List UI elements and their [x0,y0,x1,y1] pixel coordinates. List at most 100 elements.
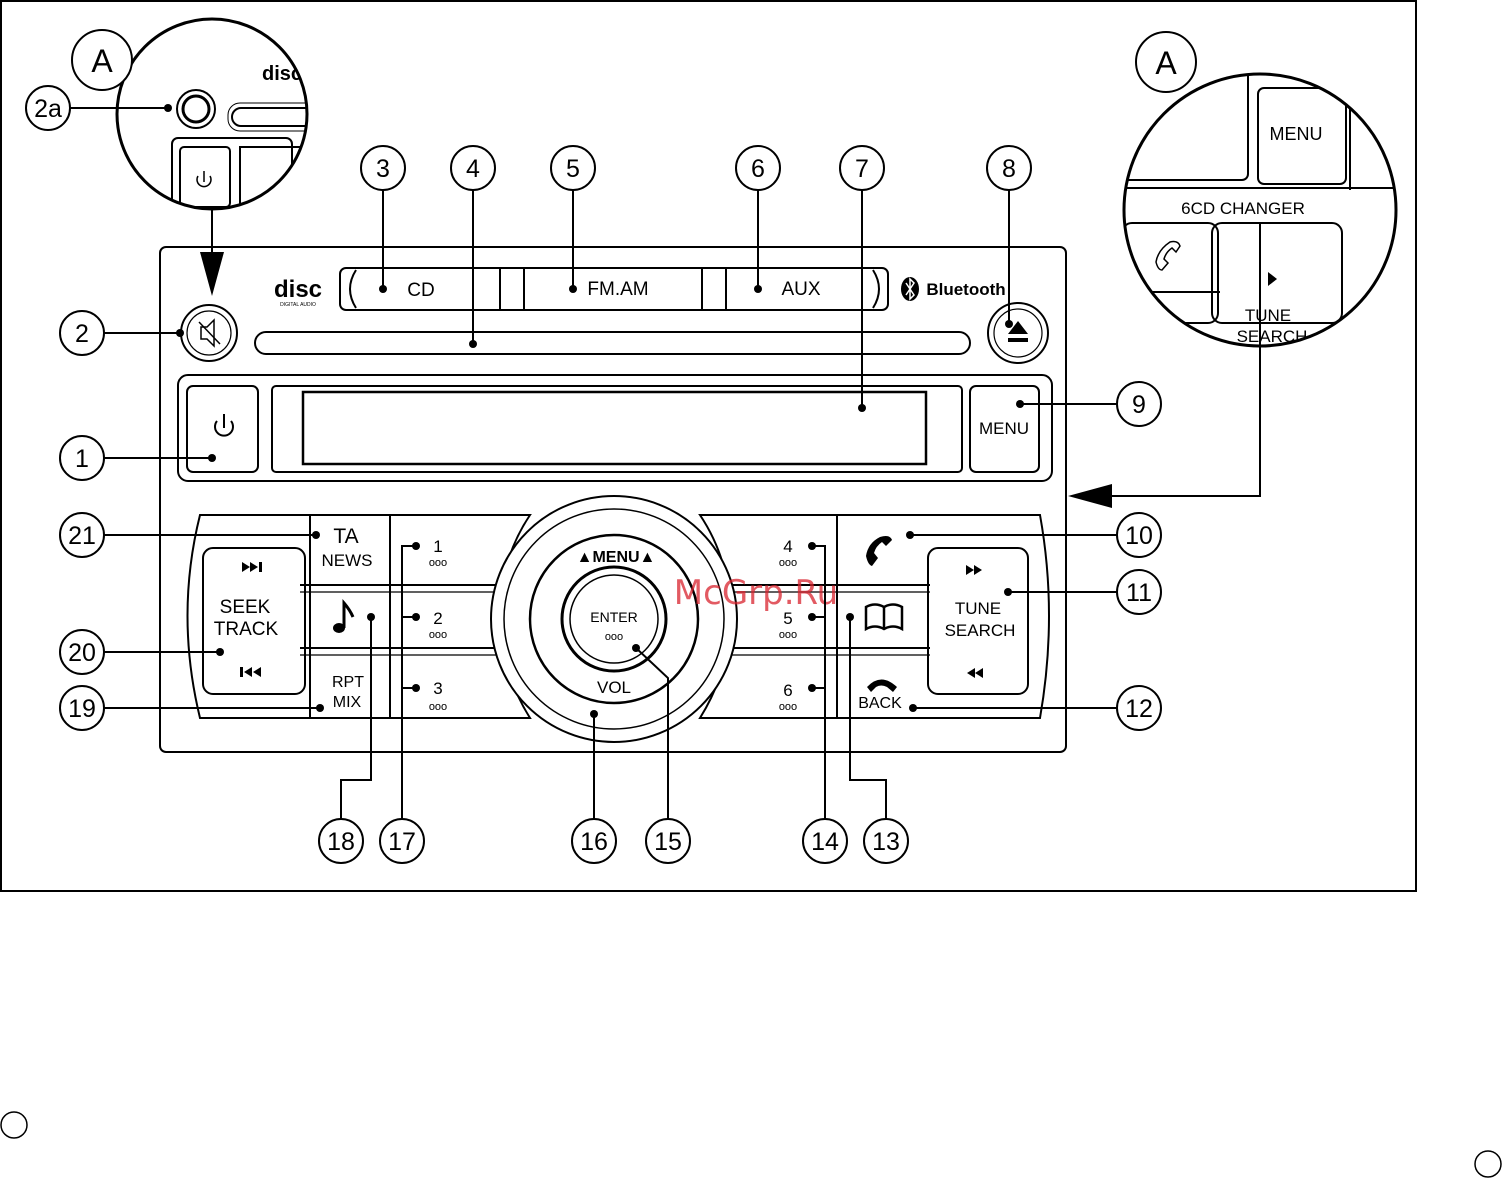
callout-dot-12-0 [909,704,917,712]
callout-20: 20 [60,630,224,674]
callout-dot-13-0 [846,613,854,621]
display-screen-frame [272,386,962,472]
callout-number-17: 17 [388,828,416,856]
callout-dot-20-0 [216,648,224,656]
back-label[interactable]: BACK [858,695,902,712]
callout-dot-7-0 [858,404,866,412]
callout-number-6: 6 [751,155,765,183]
svg-text:ооо: ооо [779,701,797,713]
radio-unit [160,247,1066,752]
callout-12: 12 [909,686,1161,730]
search-label: SEARCH [945,621,1016,640]
bluetooth-label: Bluetooth [926,280,1005,299]
diagram-frame [1,1,1416,891]
callout-13: 13 [846,613,908,863]
callout-6: 6 [736,146,780,293]
svg-text:disc: disc [262,63,302,85]
callout-dot-15-0 [632,644,640,652]
callout-dot-1-0 [208,454,216,462]
detail-menu-label: MENU [1270,124,1323,144]
callout-2: 2 [60,311,184,355]
dial-menu-label: ▲MENU▲ [577,549,656,566]
callout-number-21: 21 [68,522,96,550]
preset-1-label[interactable]: 1 [433,537,442,556]
seek-back-icon [240,667,261,677]
detail-right-leader [1110,222,1260,496]
callout-number-8: 8 [1002,155,1016,183]
detail-right-arrow [1068,484,1112,508]
detail-phone-icon [1156,242,1180,271]
detail-tune-label: TUNE [1245,306,1291,325]
callout-number-12: 12 [1125,695,1153,723]
callout-dot-17-0 [412,542,420,550]
detail-right: MENU 6CD CHANGER TUNE SEARCH A [1110,32,1420,346]
seek-forward-icon [242,562,262,572]
callout-number-13: 13 [872,828,900,856]
callout-number-18: 18 [327,828,355,856]
track-label: TRACK [214,619,279,640]
callout-dot-2-0 [176,329,184,337]
callout-2a: 2a [26,86,172,130]
detail-left-arrow [200,252,224,296]
detail-search-label: SEARCH [1237,327,1308,346]
mute-icon [199,320,220,346]
callout-dot-10-0 [906,531,914,539]
power-icon [215,414,233,436]
callout-1: 1 [60,436,216,480]
callout-19: 19 [60,686,324,730]
disc-logo: disc [274,276,322,303]
callout-dot-19-0 [316,704,324,712]
callout-number-20: 20 [68,639,96,667]
detail-changer-label: 6CD CHANGER [1181,199,1305,218]
detail-left: disc A [72,19,328,296]
callout-number-3: 3 [376,155,390,183]
callout-number-2a: 2a [34,95,62,123]
ta-label[interactable]: TA [333,525,358,548]
callout-dot-4-0 [469,340,477,348]
rpt-label[interactable]: RPT [332,674,364,691]
svg-text:ооо: ооо [429,629,447,641]
callout-18: 18 [319,613,375,863]
preset-3-label[interactable]: 3 [433,679,442,698]
detail-right-label: A [1155,45,1177,81]
callout-dot-14-0 [808,542,816,550]
callout-dot-11-0 [1004,588,1012,596]
mix-label[interactable]: MIX [333,694,362,711]
callout-number-1: 1 [75,445,89,473]
preset-2-label[interactable]: 2 [433,609,442,628]
preset-6-label[interactable]: 6 [783,681,792,700]
disc-logo-sub: DIGITAL AUDIO [280,302,316,308]
callout-number-7: 7 [855,155,869,183]
svg-text:ооо: ооо [779,557,797,569]
callout-leader-17 [402,546,416,819]
cd-label[interactable]: CD [407,280,434,301]
corner-mark-right [1475,1151,1501,1177]
callout-dot-18-0 [367,613,375,621]
news-label[interactable]: NEWS [322,551,373,570]
preset-4-label[interactable]: 4 [783,537,792,556]
fast-forward-icon [966,565,982,575]
callout-dot-2a-0 [164,104,172,112]
fm-am-label[interactable]: FM.AM [587,279,648,300]
callout-number-4: 4 [466,155,480,183]
power-button[interactable] [187,386,258,472]
callout-dot-16-0 [590,710,598,718]
seek-label: SEEK [220,597,271,618]
callout-3: 3 [361,146,405,293]
phone-icon [866,536,892,566]
callout-number-16: 16 [580,828,608,856]
callout-number-15: 15 [654,828,682,856]
hangup-icon [867,680,897,693]
vol-label: VOL [597,678,631,697]
callout-number-14: 14 [811,828,839,856]
callout-8: 8 [987,146,1031,328]
tune-label: TUNE [955,599,1001,618]
watermark: McGrp.Ru [674,573,838,613]
aux-label[interactable]: AUX [781,279,820,300]
callout-dot-21-0 [312,531,320,539]
callout-dot-3-0 [379,285,387,293]
music-note-icon [333,603,353,633]
callout-dot-9-0 [1016,400,1024,408]
callout-dot-6-0 [754,285,762,293]
